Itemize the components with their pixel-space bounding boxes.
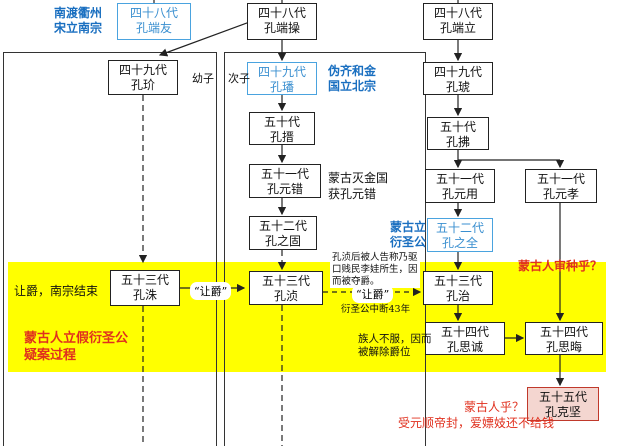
box-49-zhen: 四十九代 孔琥 [423, 62, 493, 95]
box-49-fan: 四十九代 孔璠 [247, 62, 317, 95]
gen-label: 五十三代 [120, 273, 169, 287]
gen-label: 四十九代 [433, 65, 482, 79]
box-51-yuanxiao: 五十一代 孔元孝 [525, 169, 597, 203]
person-name: 孔治 [445, 289, 470, 303]
gen-label: 五十四代 [440, 325, 489, 339]
box-54-sihui: 五十四代 孔思晦 [525, 322, 603, 355]
mongol-question-top: 蒙古人审种乎？ [518, 259, 603, 273]
person-name: 孔玠 [130, 78, 155, 92]
gen-label: 四十九代 [118, 63, 167, 77]
south-sect-label: 南渡衢州 宋立南宗 [54, 6, 103, 35]
mongol-appoint-label: 蒙古立 衍圣公 [390, 220, 427, 249]
person-name: 孔端立 [439, 21, 476, 35]
box-54-sicheng: 五十四代 孔思诚 [425, 322, 505, 355]
box-51-yuancuo: 五十一代 孔元错 [249, 164, 321, 198]
abdication-bubble-1: “让爵” [190, 282, 232, 300]
person-name: 孔拂 [445, 135, 470, 149]
gen-label: 五十代 [263, 115, 300, 129]
box-50-fu: 五十代 孔拂 [427, 117, 489, 150]
gen-label: 四十八代 [433, 6, 482, 20]
box-55-kejian: 五十五代 孔克坚 [527, 387, 599, 421]
gen-label: 五十三代 [433, 274, 482, 288]
abdication-bubble-2: “让爵” [352, 285, 394, 303]
person-name: 孔思晦 [545, 340, 582, 354]
gen-label: 四十八代 [129, 6, 178, 20]
person-name: 孔璠 [269, 80, 294, 94]
person-name: 孔浈 [273, 289, 298, 303]
kejian-note: 受元顺帝封，爱嫖妓还不给钱 [398, 416, 555, 430]
box-50-zheng: 五十代 孔搢 [249, 112, 315, 145]
sicheng-deposed-note: 族人不服，因而 被解除爵位 [358, 333, 432, 358]
south-branch-frame [3, 52, 217, 446]
box-53-zhu: 五十三代 孔洙 [110, 270, 180, 306]
person-name: 孔元孝 [542, 187, 579, 201]
north-branch-frame [224, 52, 426, 446]
box-52-zhigu: 五十二代 孔之固 [249, 216, 317, 250]
youngest-son-label: 幼子 [192, 72, 214, 85]
person-name: 孔洙 [132, 288, 157, 302]
south-abdication-label: 让爵，南宗结束 [14, 284, 99, 298]
gen-label: 五十二代 [435, 221, 484, 235]
north-sect-label: 伪齐和金 国立北宗 [328, 64, 377, 93]
zhen-deposed-note: 孔浈后被人告称乃驱 口贱民李娃所生，因 而被夺爵。 [330, 252, 420, 288]
person-name: 孔克坚 [544, 405, 581, 419]
gen-label: 五十代 [439, 120, 476, 134]
gen-label: 五十一代 [536, 172, 585, 186]
box-48-duanyou: 四十八代 孔端友 [117, 3, 191, 40]
box-48-duanli: 四十八代 孔端立 [423, 3, 493, 40]
person-name: 孔之固 [264, 234, 301, 248]
gen-label: 五十一代 [260, 167, 309, 181]
person-name: 孔搢 [269, 130, 294, 144]
box-53-zhen: 五十三代 孔浈 [249, 271, 323, 305]
gen-label: 五十五代 [538, 390, 587, 404]
gen-label: 五十二代 [258, 219, 307, 233]
gen-label: 四十八代 [257, 6, 306, 20]
box-53-zhi: 五十三代 孔治 [423, 271, 493, 305]
second-son-label: 次子 [228, 72, 250, 85]
interruption-note: 衍圣公中断43年 [341, 304, 411, 315]
box-52-zhiquan: 五十二代 孔之全 [427, 218, 493, 252]
box-49-jie: 四十九代 孔玠 [108, 60, 178, 95]
gen-label: 五十一代 [435, 172, 484, 186]
person-name: 孔元用 [441, 187, 478, 201]
box-48-duancao: 四十八代 孔端操 [247, 3, 317, 40]
gen-label: 四十九代 [257, 65, 306, 79]
gen-label: 五十三代 [261, 274, 310, 288]
fake-duke-label: 蒙古人立假衍圣公 疑案过程 [24, 331, 129, 363]
person-name: 孔端友 [135, 21, 172, 35]
box-51-yuanyong: 五十一代 孔元用 [425, 169, 495, 203]
person-name: 孔思诚 [446, 340, 483, 354]
mongol-capture-note: 蒙古灭金国 获孔元错 [328, 171, 389, 201]
person-name: 孔端操 [263, 21, 300, 35]
person-name: 孔元错 [266, 182, 303, 196]
person-name: 孔琥 [445, 80, 470, 94]
gen-label: 五十四代 [539, 325, 588, 339]
mongol-question-bottom: 蒙古人乎？ [464, 400, 525, 414]
person-name: 孔之全 [441, 236, 478, 250]
